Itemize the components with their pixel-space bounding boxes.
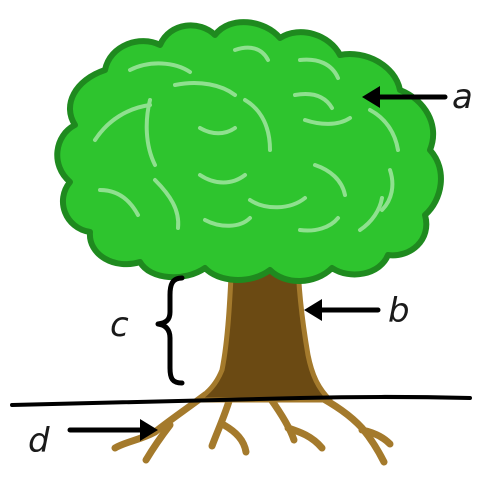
trunk [195,252,333,403]
arrow-b [304,299,381,321]
roots [111,390,394,466]
label-b: b [388,291,410,331]
canopy [54,19,444,284]
label-a: a [452,77,473,117]
arrow-a [362,86,448,108]
brace-c [155,275,185,386]
label-c: c [110,305,129,345]
label-d: d [28,421,50,461]
arrow-d [67,419,158,441]
ground-line [10,394,472,407]
